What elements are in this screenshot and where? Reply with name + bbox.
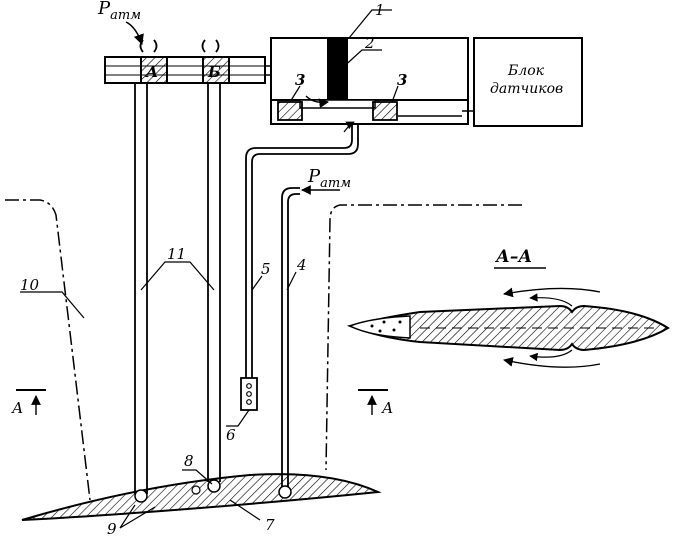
callout-7: 7 (265, 516, 275, 534)
section-title: А–А (494, 247, 532, 267)
callout-11: 11 (167, 245, 186, 263)
sensor-block-label-2: датчиков (490, 81, 563, 97)
blade-root (21, 473, 382, 521)
sensor-6 (240, 377, 258, 411)
section-mark-right-label: А (381, 399, 393, 417)
seal-block-right (372, 101, 398, 121)
section-mark-left: А (11, 389, 46, 417)
label-patm-top: Pатм (97, 0, 141, 23)
callout-4: 4 (296, 256, 307, 274)
section-mark-left-label: А (11, 399, 23, 417)
inlet-squiggle-b (201, 39, 220, 53)
section-a-a: А–А (346, 247, 670, 368)
section-mark-right: А (358, 389, 393, 417)
blade-outline-right (325, 204, 522, 471)
sensor-block: Блок датчиков (462, 37, 583, 127)
chamber-a (140, 56, 168, 84)
blade-outline-left (5, 199, 91, 501)
tube-5 (245, 124, 359, 380)
airfoil-nose (348, 315, 411, 339)
patm-arrow-top (125, 21, 144, 45)
valve-housing (265, 37, 469, 125)
callout-8: 8 (184, 452, 194, 470)
label-patm-right: Pатм (307, 166, 351, 191)
flow-arrow-valve (305, 95, 329, 109)
tubes-11 (134, 83, 221, 494)
callout-3-left: 3 (295, 71, 305, 89)
callout-2: 2 (364, 34, 375, 52)
label-chamber-a: А (145, 63, 158, 81)
callout-10: 10 (20, 276, 40, 294)
label-chamber-b: Б (207, 63, 221, 81)
callout-1: 1 (375, 1, 385, 19)
manifold: А Б Pатм (97, 0, 266, 84)
flow-arrow-top-small (529, 293, 573, 307)
callout-5: 5 (261, 260, 271, 278)
callout-3-right: 3 (397, 71, 407, 89)
callout-9: 9 (107, 520, 117, 538)
sensor-block-label-1: Блок (507, 63, 545, 79)
callout-6: 6 (226, 426, 236, 444)
tube-5-arrow (343, 121, 355, 133)
flow-arrow-bottom (503, 357, 601, 368)
flow-arrow-bottom-small (529, 349, 573, 362)
tube-4 (281, 187, 300, 492)
callouts (20, 9, 399, 529)
piston-rod (327, 38, 348, 100)
flow-arrow-top (503, 287, 601, 298)
inlet-squiggle-a (139, 39, 158, 53)
chamber-b (202, 56, 230, 84)
seal-block-left (277, 101, 303, 121)
